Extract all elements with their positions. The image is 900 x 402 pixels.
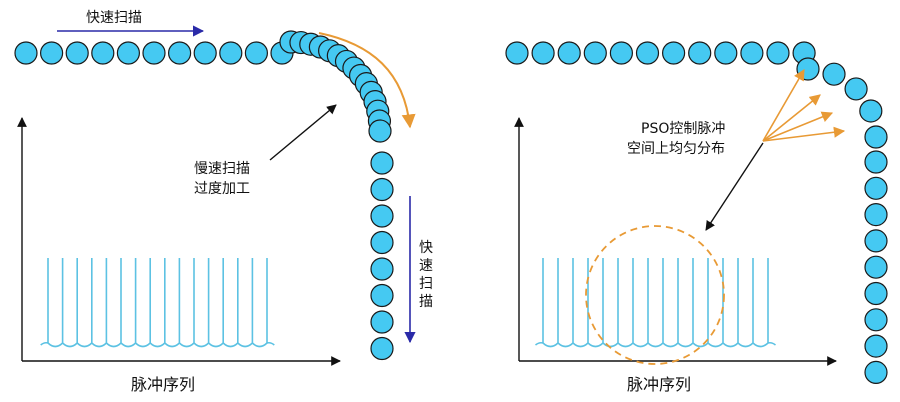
pso-arrow-1 — [762, 69, 805, 142]
slow-scan-curve-arrow — [318, 32, 416, 129]
scan-dot — [864, 125, 888, 149]
scan-dot — [531, 41, 555, 65]
left-pulse-label: 脉冲序列 — [131, 375, 195, 394]
scan-dot — [557, 41, 581, 65]
right-top-dot-row — [505, 41, 816, 65]
pso-arrow-2 — [762, 94, 821, 142]
scan-dot — [740, 41, 764, 65]
left-right-dot-column — [370, 151, 394, 361]
scan-dot — [368, 119, 392, 143]
pso-label-line1: PSO控制脉冲 — [641, 121, 725, 137]
pso-arrow-fan — [762, 69, 846, 142]
scan-dot — [714, 41, 738, 65]
fast-scan-vertical-char-2: 速 — [419, 258, 433, 274]
fast-scan-vertical-char-4: 描 — [419, 294, 433, 310]
scan-dot — [244, 41, 268, 65]
scan-dot — [219, 41, 243, 65]
fast-scan-vertical-char-1: 快 — [419, 240, 433, 256]
scan-dot — [505, 41, 529, 65]
scan-dot — [864, 334, 888, 358]
fast-scan-top-label: 快速扫描 — [86, 10, 142, 26]
scan-dot — [116, 41, 140, 65]
scan-dot — [370, 204, 394, 228]
scan-dot — [635, 41, 660, 65]
scan-dot — [142, 41, 166, 65]
right-pulse-label: 脉冲序列 — [627, 375, 691, 394]
slow-scan-label-line2: 过度加工 — [194, 181, 250, 197]
scan-dot — [370, 310, 394, 334]
scan-dot — [864, 308, 888, 332]
scan-dot — [661, 41, 686, 65]
scan-dot — [168, 41, 192, 65]
scan-dot — [766, 41, 790, 65]
scan-dot — [864, 229, 888, 253]
scan-dot — [370, 283, 394, 308]
scan-dot — [193, 41, 217, 65]
fast-scan-vertical-char-3: 扫 — [419, 276, 433, 292]
slow-scan-pointer-arrow — [269, 104, 337, 161]
scan-dot — [370, 151, 394, 175]
scan-dot — [65, 41, 89, 65]
scan-dot — [864, 360, 888, 384]
left-panel: 快速扫描 慢速扫描 过度加工 快 速 扫 描 脉冲序列 — [14, 10, 433, 394]
pso-pointer-arrow — [705, 142, 764, 231]
scan-dot — [859, 99, 883, 123]
fast-scan-vertical-label: 快 速 扫 描 — [419, 240, 433, 310]
scan-dot — [864, 203, 888, 227]
scan-dot — [370, 336, 394, 361]
scan-dot — [370, 257, 394, 281]
slow-scan-label-line1: 慢速扫描 — [194, 160, 250, 177]
scan-dot — [864, 150, 888, 174]
scan-dot — [39, 41, 64, 65]
right-corner-dot-arc — [796, 57, 888, 149]
scan-dot — [370, 177, 394, 202]
scan-dot — [583, 41, 607, 65]
pso-arrow-4 — [762, 126, 846, 142]
scan-dot — [14, 41, 38, 65]
scan-dot — [864, 281, 888, 306]
scan-dot — [91, 41, 115, 65]
pso-label-line2: 空间上均匀分布 — [627, 141, 725, 157]
scan-dot — [864, 255, 888, 279]
pso-arrow-3 — [762, 111, 834, 142]
scan-dot — [609, 41, 634, 65]
right-panel: PSO控制脉冲 空间上均匀分布 脉冲序列 — [505, 41, 888, 394]
left-top-dot-row — [14, 41, 294, 65]
scan-dot — [370, 230, 394, 255]
pso-highlight-circle — [585, 225, 725, 365]
left-pulse-train — [40, 258, 275, 348]
scan-dot — [822, 62, 846, 86]
scan-dot — [688, 41, 712, 65]
right-right-dot-column — [864, 150, 888, 384]
scan-dot — [864, 176, 888, 200]
scan-dot — [844, 77, 868, 101]
right-pulse-train — [535, 258, 776, 348]
left-corner-dot-cluster — [279, 30, 392, 143]
